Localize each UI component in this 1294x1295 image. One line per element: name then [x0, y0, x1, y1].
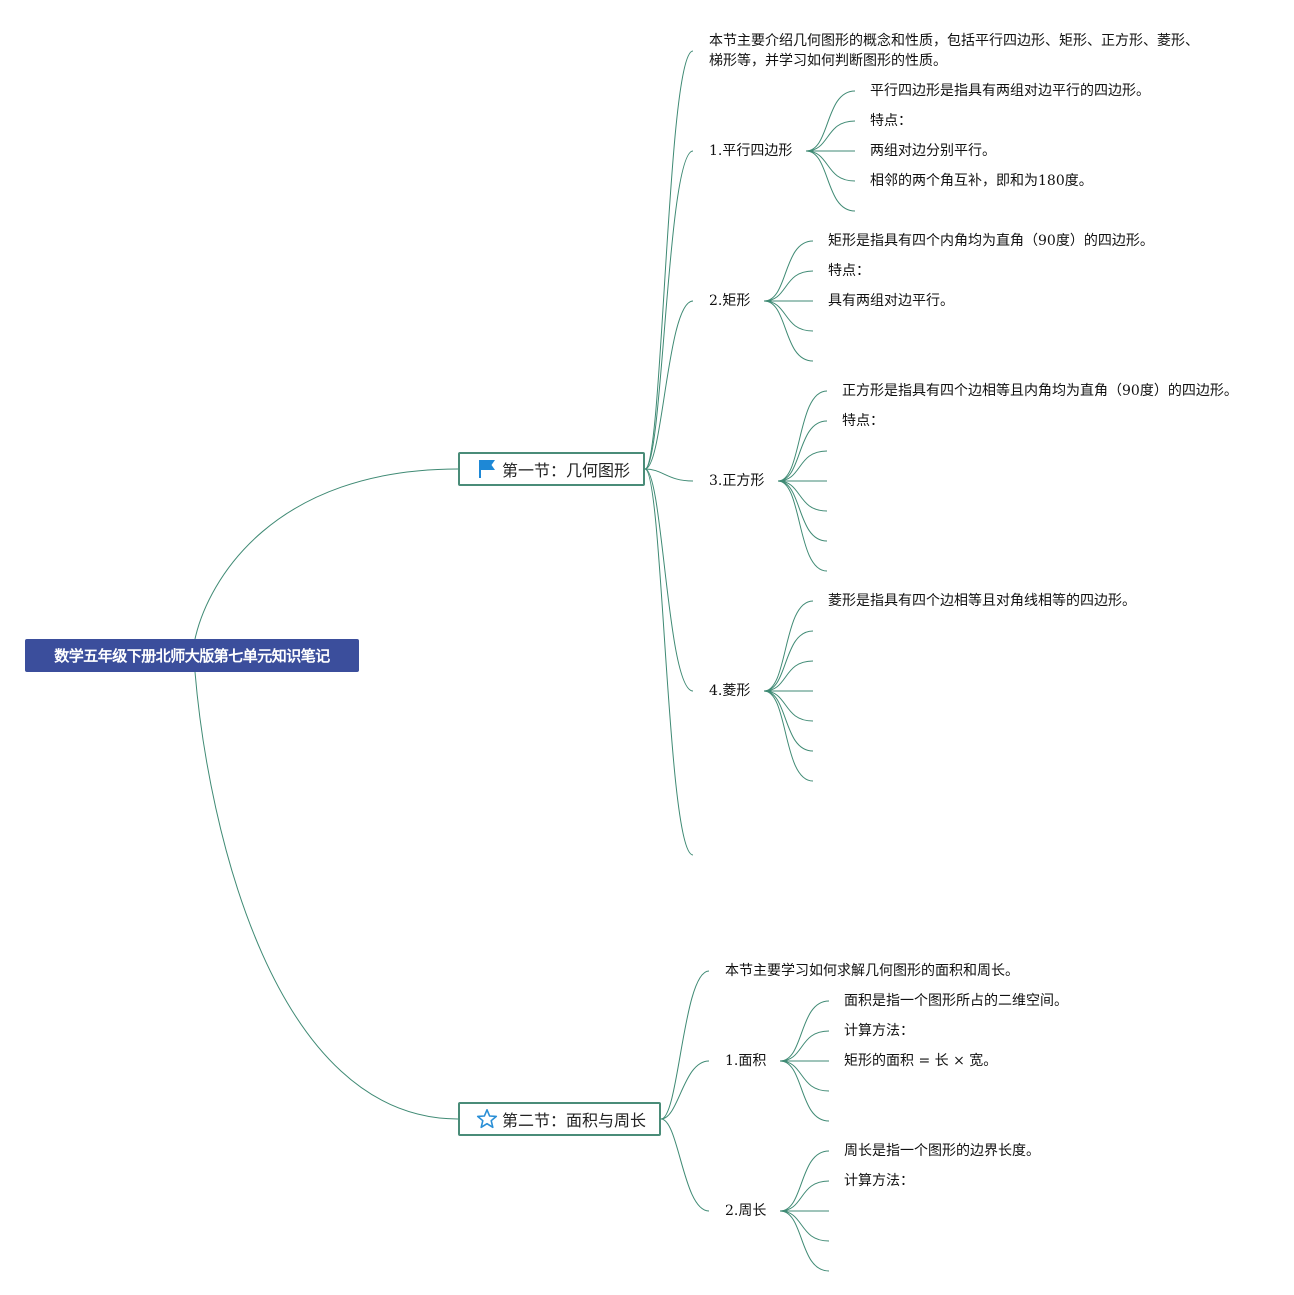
connector-detail-branch — [779, 1030, 830, 1062]
topic-rhombus[interactable]: 4.菱形 — [709, 683, 751, 699]
connector-section-2-branch — [660, 1060, 710, 1120]
connector-detail-branch — [779, 1210, 830, 1242]
section-1-node[interactable]: 第一节：几何图形 — [458, 452, 645, 486]
section-2-title: 第二节：面积与周长 — [502, 1111, 647, 1130]
connector-section-1-branch — [644, 468, 694, 692]
connector-detail-branch — [805, 150, 856, 212]
detail-text[interactable]: 计算方法： — [844, 1173, 914, 1189]
connector-detail-branch — [805, 150, 856, 182]
connector-section-1-branch — [644, 150, 694, 470]
flag-icon — [479, 460, 495, 478]
connector-detail-branch — [779, 1000, 830, 1062]
detail-text[interactable]: 特点： — [842, 413, 884, 429]
connector-detail-branch — [763, 240, 814, 302]
topic-perimeter[interactable]: 2.周长 — [725, 1203, 767, 1219]
connector-detail-branch — [777, 480, 828, 542]
connector-section-1-branch — [644, 300, 694, 470]
detail-text[interactable]: 菱形是指具有四个边相等且对角线相等的四边形。 — [828, 593, 1136, 609]
detail-text[interactable]: 周长是指一个图形的边界长度。 — [844, 1143, 1040, 1159]
connector-section-1-branch — [644, 50, 694, 470]
connector-detail-branch — [805, 90, 856, 152]
connector-section-2-branch — [660, 1118, 710, 1212]
connector-detail-branch — [763, 270, 814, 302]
section-1-intro[interactable]: 本节主要介绍几何图形的概念和性质，包括平行四边形、矩形、正方形、菱形、梯形等，并… — [709, 33, 1199, 69]
connector-detail-branch — [763, 600, 814, 692]
connector-section-2-branch — [660, 970, 710, 1120]
connector-detail-branch — [777, 390, 828, 482]
connector-detail-branch — [763, 300, 814, 362]
detail-text[interactable]: 面积是指一个图形所占的二维空间。 — [844, 993, 1068, 1009]
connector-detail-branch — [777, 480, 828, 512]
connector-detail-branch — [779, 1210, 830, 1272]
connector-detail-branch — [763, 300, 814, 332]
detail-text[interactable]: 特点： — [828, 263, 870, 279]
topic-parallelogram[interactable]: 1.平行四边形 — [709, 143, 793, 159]
connector-detail-branch — [805, 120, 856, 152]
topic-rectangle[interactable]: 2.矩形 — [709, 293, 751, 309]
connector-detail-branch — [779, 1060, 830, 1092]
topic-square[interactable]: 3.正方形 — [709, 473, 765, 489]
connector-section-1-branch — [644, 468, 694, 482]
section-1-title: 第一节：几何图形 — [502, 461, 631, 480]
connector-root-section-2 — [194, 671, 459, 1120]
detail-text[interactable]: 具有两组对边平行。 — [828, 293, 954, 309]
detail-text[interactable]: 计算方法： — [844, 1023, 914, 1039]
detail-text[interactable]: 正方形是指具有四个边相等且内角均为直角（90度）的四边形。 — [842, 383, 1238, 399]
connector-detail-branch — [763, 630, 814, 692]
connector-detail-branch — [763, 690, 814, 752]
connector-detail-branch — [779, 1150, 830, 1212]
connector-detail-branch — [777, 420, 828, 482]
section-2-intro[interactable]: 本节主要学习如何求解几何图形的面积和周长。 — [725, 963, 1019, 979]
connector-section-1-branch — [644, 468, 694, 856]
detail-text[interactable]: 矩形是指具有四个内角均为直角（90度）的四边形。 — [828, 233, 1154, 249]
detail-text[interactable]: 两组对边分别平行。 — [870, 143, 996, 159]
detail-text[interactable]: 特点： — [870, 113, 912, 129]
connector-detail-branch — [777, 480, 828, 572]
connector-root-section-1 — [194, 468, 459, 640]
star-icon — [476, 1109, 498, 1129]
detail-text[interactable]: 相邻的两个角互补，即和为180度。 — [870, 173, 1093, 189]
topic-area[interactable]: 1.面积 — [725, 1053, 767, 1069]
connector-detail-branch — [777, 450, 828, 482]
connector-detail-branch — [779, 1060, 830, 1122]
detail-text[interactable]: 平行四边形是指具有两组对边平行的四边形。 — [870, 83, 1150, 99]
root-topic[interactable]: 数学五年级下册北师大版第七单元知识笔记 — [25, 639, 359, 672]
connector-detail-branch — [763, 690, 814, 722]
connector-detail-branch — [763, 660, 814, 692]
connector-detail-branch — [779, 1180, 830, 1212]
connector-detail-branch — [763, 690, 814, 782]
section-2-node[interactable]: 第二节：面积与周长 — [458, 1102, 661, 1136]
detail-text[interactable]: 矩形的面积 = 长 × 宽。 — [844, 1053, 998, 1069]
